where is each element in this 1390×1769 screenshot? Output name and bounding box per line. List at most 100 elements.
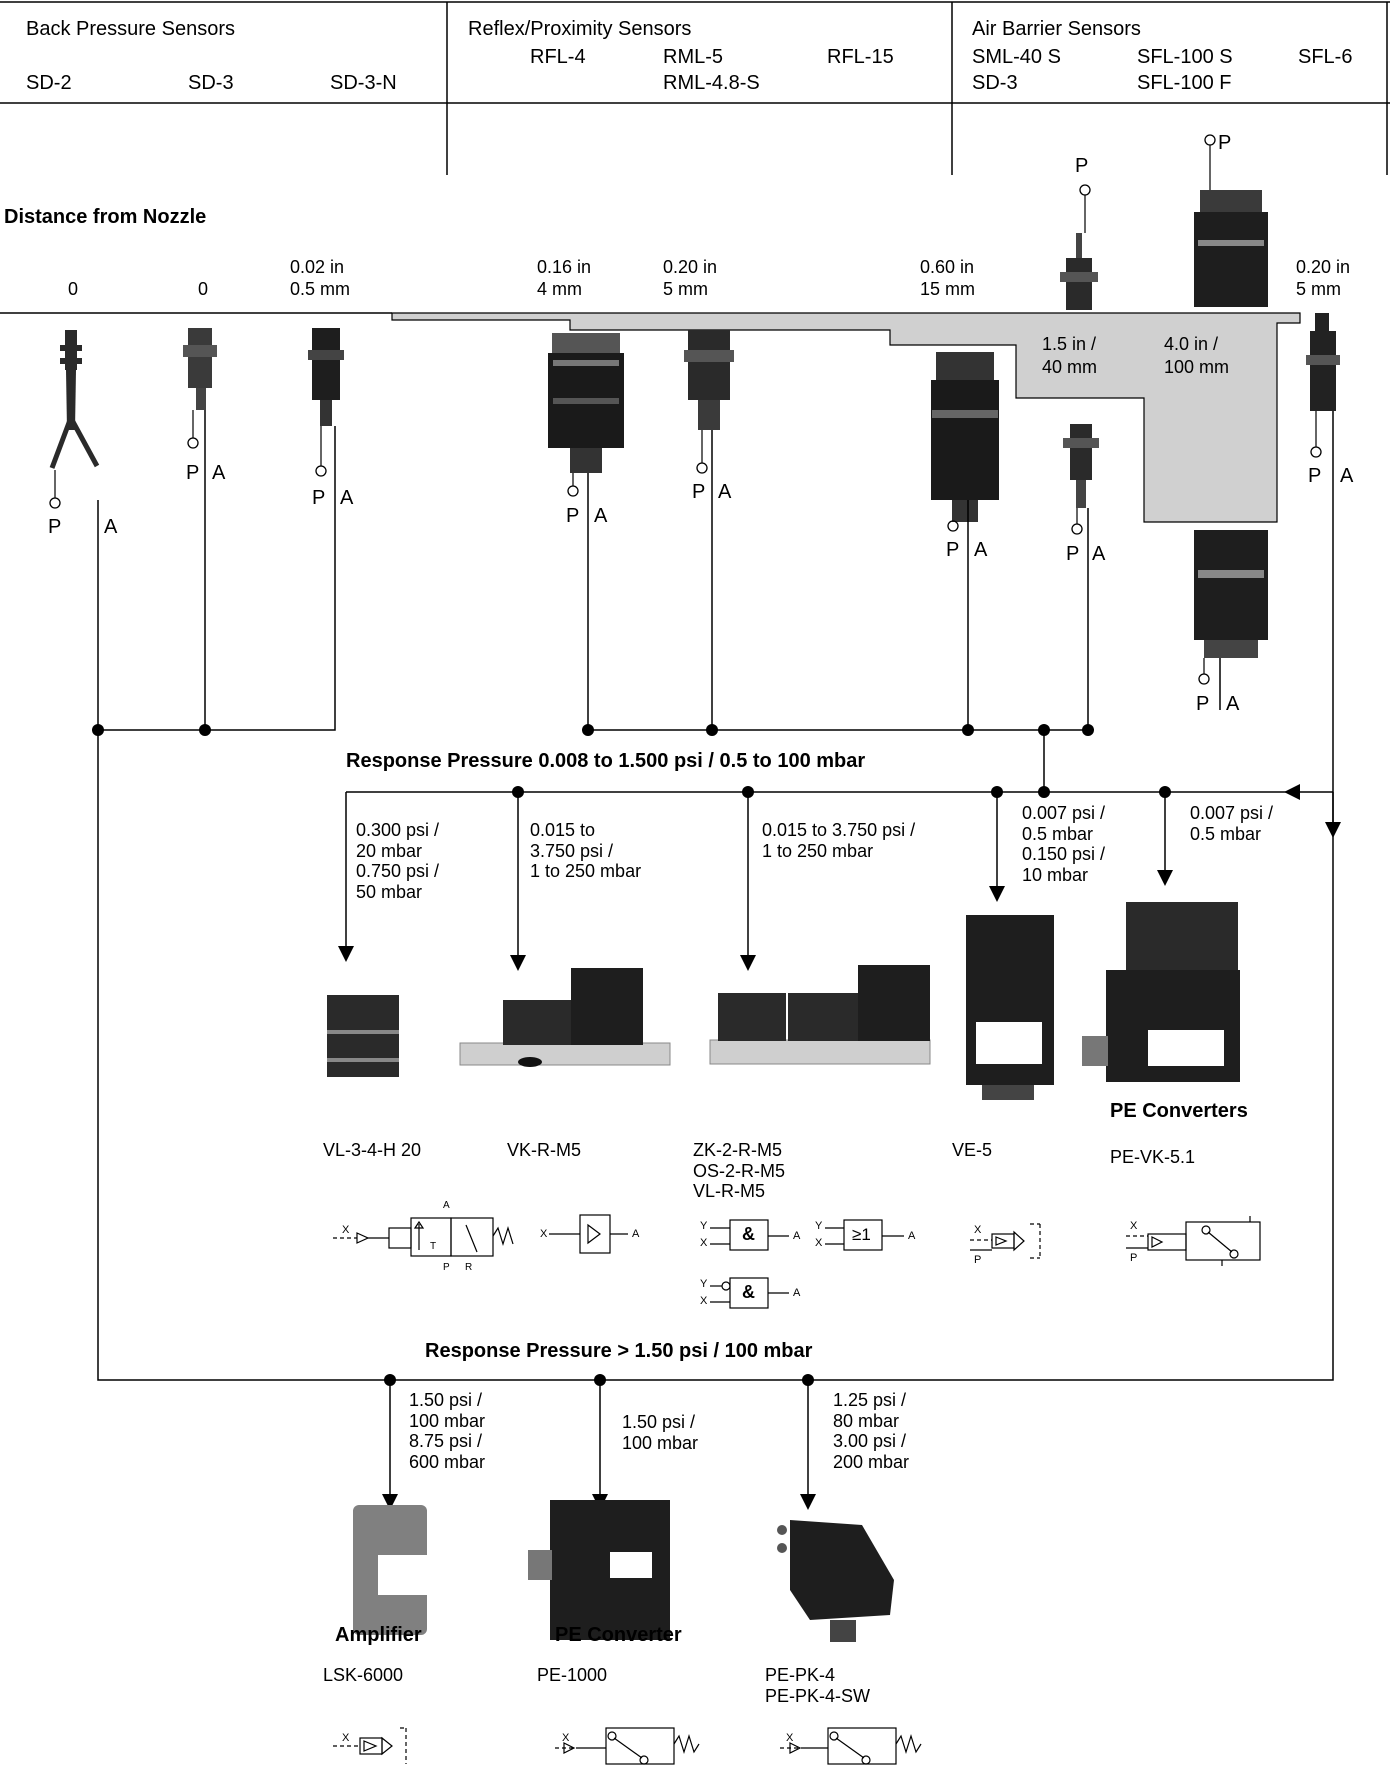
- model-sd-3-barrier: SD-3: [972, 72, 1018, 94]
- port-p-rml-5: P: [692, 481, 706, 503]
- barrier-distance-sfl: 4.0 in /: [1164, 334, 1219, 354]
- model-sfl-100-s: SFL-100 S: [1137, 46, 1233, 68]
- device-pe-pk-4: [777, 1520, 894, 1642]
- device-ve-5: [966, 915, 1054, 1100]
- header-air-barrier-title: Air Barrier Sensors: [972, 18, 1141, 40]
- distance-heading: Distance from Nozzle: [4, 206, 207, 228]
- device-lsk-6000: [353, 1505, 428, 1635]
- device-label-lsk-6000: LSK-6000: [323, 1665, 404, 1685]
- model-sd-3-n: SD-3-N: [330, 72, 397, 94]
- device-vk-r-m5: [459, 968, 671, 1067]
- distance-rfl-15-in: 0.60 in: [920, 257, 975, 277]
- model-sfl-100-f: SFL-100 F: [1137, 72, 1232, 94]
- response-low-title: Response Pressure 0.008 to 1.500 psi / 0…: [346, 750, 866, 772]
- sym-nand-a: A: [793, 1287, 801, 1299]
- model-sml-40-s: SML-40 S: [972, 46, 1061, 68]
- sensor-sfl-6: [1306, 313, 1340, 411]
- port-p-sd-3-barrier: P: [1066, 543, 1080, 565]
- port-p-rfl-15: P: [946, 539, 960, 561]
- model-rml-5: RML-5: [663, 46, 724, 68]
- port-stubs: [54, 145, 1317, 674]
- symbol-and-gate: [710, 1219, 789, 1251]
- junction-dots: [92, 724, 1171, 1386]
- distance-sfl-6-in: 0.20 in: [1296, 257, 1351, 277]
- model-rfl-4: RFL-4: [530, 46, 586, 68]
- port-a-sd-3-n: A: [340, 487, 354, 509]
- sym-vl-t: T: [430, 1241, 437, 1252]
- sensor-sd-2: [49, 330, 100, 469]
- symbol-not-and-gate: [710, 1277, 789, 1309]
- sensor-sd-3-n: [308, 328, 344, 426]
- port-a-sd-3-barrier: A: [1092, 543, 1106, 565]
- sym-vl-p: P: [443, 1262, 450, 1273]
- symbol-pe-1000: [555, 1727, 700, 1765]
- port-a-sd-3: A: [212, 462, 226, 484]
- device-label-pe-vk-5-1: PE-VK-5.1: [1110, 1147, 1196, 1167]
- sensor-rfl-4: [548, 333, 624, 473]
- range-vk-r-m5: 0.015 to 3.750 psi / 1 to 250 mbar: [530, 820, 642, 882]
- header-table: [0, 1, 1390, 175]
- port-p-sfl-100-s: P: [1218, 132, 1232, 154]
- model-sd-3: SD-3: [188, 72, 234, 94]
- port-a-rfl-15: A: [974, 539, 988, 561]
- port-a-rml-5: A: [718, 481, 732, 503]
- device-label-vl-3-4-h-20: VL-3-4-H 20: [323, 1140, 422, 1160]
- device-vl-3-4-h-20: [327, 995, 399, 1077]
- distance-sd-3-n-in: 0.02 in: [290, 257, 345, 277]
- sym-vk-x: X: [540, 1228, 548, 1240]
- sym-ve-x: X: [974, 1224, 982, 1236]
- sym-or-a: A: [908, 1230, 916, 1242]
- sym-pe-vk-p: P: [1130, 1252, 1138, 1264]
- sym-lsk-x: X: [342, 1732, 350, 1744]
- sensor-sd-3-bottom: [1063, 424, 1099, 508]
- distance-sd-3-n-mm: 0.5 mm: [290, 279, 351, 299]
- port-p-sd-3-n: P: [312, 487, 326, 509]
- sym-vl-a: A: [443, 1200, 450, 1211]
- range-pe-1000: 1.50 psi / 100 mbar: [622, 1412, 699, 1453]
- barrier-distance-sfl-mm: 100 mm: [1164, 357, 1230, 377]
- distance-sd-2: 0: [68, 279, 79, 299]
- model-sd-2: SD-2: [26, 72, 72, 94]
- pe-converters-title: PE Converters: [1110, 1100, 1248, 1122]
- symbol-pe-vk: [1126, 1216, 1261, 1266]
- range-lsk-6000: 1.50 psi / 100 mbar 8.75 psi / 600 mbar: [409, 1390, 486, 1473]
- sym-nand-y: Y: [700, 1278, 708, 1290]
- sensors: [49, 190, 1340, 658]
- port-a-sd-2: A: [104, 516, 118, 538]
- sensor-sfl-100-f-bottom: [1194, 530, 1268, 658]
- range-pe-vk: 0.007 psi / 0.5 mbar: [1190, 803, 1274, 844]
- range-vl-3-4-h-20: 0.300 psi / 20 mbar 0.750 psi / 50 mbar: [356, 820, 440, 903]
- range-pe-pk-4: 1.25 psi / 80 mbar 3.00 psi / 200 mbar: [833, 1390, 910, 1473]
- header-reflex-title: Reflex/Proximity Sensors: [468, 18, 692, 40]
- amplifier-title: Amplifier: [335, 1624, 422, 1646]
- response-high-title: Response Pressure > 1.50 psi / 100 mbar: [425, 1340, 813, 1362]
- model-rfl-15: RFL-15: [827, 46, 894, 68]
- sym-or-ge1: ≥1: [852, 1225, 871, 1244]
- distance-rfl-4-in: 0.16 in: [537, 257, 592, 277]
- symbol-amplifier-vk: [549, 1214, 628, 1254]
- device-pe-vk-5-1: [1082, 902, 1240, 1082]
- sym-pe-vk-x: X: [1130, 1220, 1138, 1232]
- sensor-sd-3: [183, 328, 217, 410]
- port-p-sfl-6: P: [1308, 465, 1322, 487]
- port-a-sfl-6: A: [1340, 465, 1354, 487]
- device-label-zk-2-r-m5: ZK-2-R-M5 OS-2-R-M5 VL-R-M5: [693, 1140, 786, 1202]
- header-back-pressure-title: Back Pressure Sensors: [26, 18, 235, 40]
- arrowheads: [338, 784, 1341, 1510]
- distance-rfl-15-mm: 15 mm: [920, 279, 976, 299]
- sym-or-y: Y: [815, 1220, 823, 1232]
- device-label-pe-pk-4: PE-PK-4 PE-PK-4-SW: [765, 1665, 871, 1706]
- sym-vk-a: A: [632, 1228, 640, 1240]
- sym-vl-r: R: [465, 1262, 473, 1273]
- port-p-sd-3: P: [186, 462, 200, 484]
- port-p-sml-40-s: P: [1075, 155, 1089, 177]
- port-a-sfl-100-f: A: [1226, 693, 1240, 715]
- port-p-sfl-100-f: P: [1196, 693, 1210, 715]
- sym-and-x: X: [700, 1237, 708, 1249]
- sym-ve-p: P: [974, 1254, 982, 1266]
- sym-nand-amp: &: [742, 1282, 755, 1302]
- sensor-rml-5: [684, 330, 734, 430]
- device-label-pe-1000: PE-1000: [537, 1665, 608, 1685]
